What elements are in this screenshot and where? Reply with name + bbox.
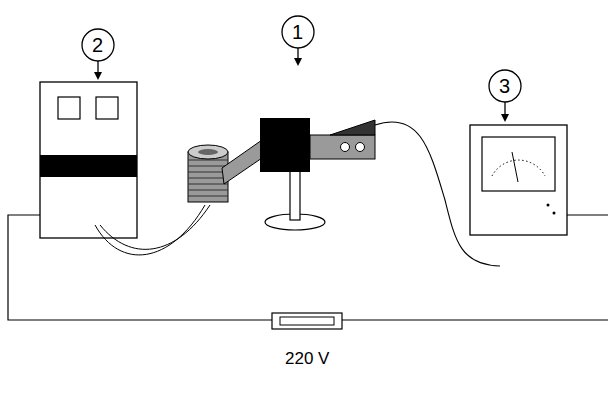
meter-needle bbox=[512, 152, 518, 182]
coil-top bbox=[188, 145, 228, 159]
callout-number: 1 bbox=[292, 22, 303, 42]
meter-dial bbox=[482, 137, 555, 191]
power-supply bbox=[40, 82, 137, 238]
rod bbox=[222, 140, 262, 184]
power-socket bbox=[272, 313, 342, 329]
callout-circle bbox=[82, 29, 114, 61]
callout-circle bbox=[489, 70, 521, 102]
coil-wire bbox=[95, 205, 205, 255]
meter-scale bbox=[492, 160, 545, 176]
meter-dot bbox=[553, 212, 556, 215]
coil-wire bbox=[100, 205, 210, 249]
power-socket bbox=[280, 317, 334, 325]
stand-post bbox=[290, 170, 300, 220]
display-window bbox=[58, 97, 80, 119]
sensor-box bbox=[310, 135, 375, 159]
panel-band bbox=[40, 155, 137, 177]
callout-pointer bbox=[504, 102, 505, 120]
terminal bbox=[341, 143, 350, 152]
callout-number: 2 bbox=[92, 35, 103, 55]
clamp-block bbox=[260, 118, 310, 172]
supply-wire bbox=[567, 214, 608, 215]
callout-pointer bbox=[97, 61, 98, 78]
callout-pointer bbox=[297, 48, 298, 64]
coil-core bbox=[198, 149, 218, 155]
coil-turns bbox=[188, 160, 228, 196]
meter-dot bbox=[547, 204, 550, 207]
voltage-label: 220 V bbox=[285, 350, 329, 367]
callout-circle bbox=[282, 16, 314, 48]
terminal bbox=[356, 143, 365, 152]
sensor-top bbox=[330, 120, 375, 135]
supply-wire bbox=[342, 319, 608, 320]
meter bbox=[470, 125, 567, 235]
callout-number: 3 bbox=[499, 76, 510, 96]
display-window bbox=[96, 97, 118, 119]
